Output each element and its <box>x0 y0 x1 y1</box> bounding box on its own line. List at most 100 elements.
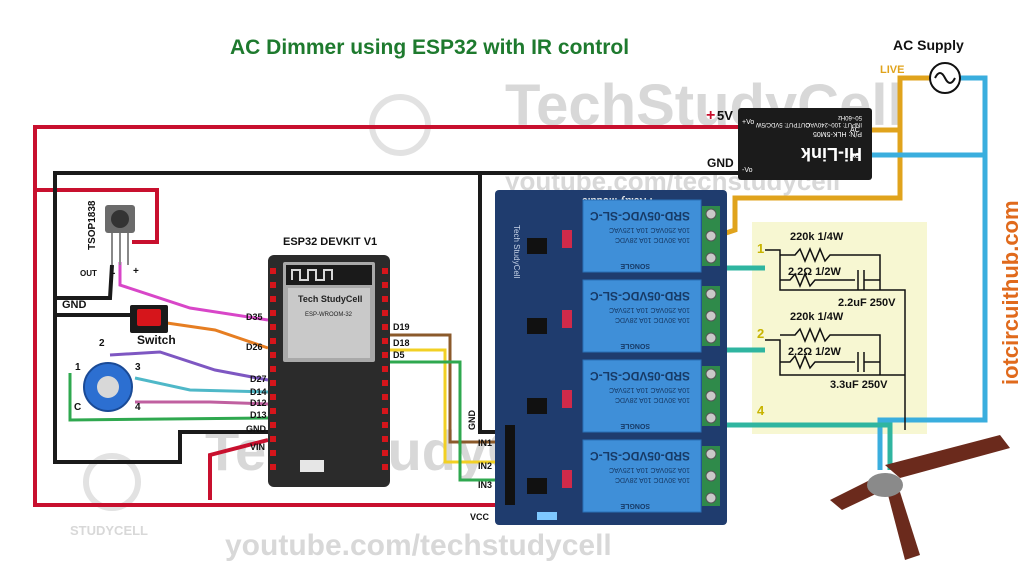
esp32-pin <box>270 296 276 302</box>
resistor-220k-2 <box>780 327 881 375</box>
relay-transistor <box>527 478 547 494</box>
terminal-screw-icon <box>705 310 717 322</box>
relay-maker-label: SONGLE <box>620 262 650 269</box>
esp32-pin <box>270 394 276 400</box>
esp32-pin <box>382 352 388 358</box>
antenna-icon <box>291 269 333 281</box>
wire-d26 <box>159 320 269 350</box>
pin-d18-label: D18 <box>393 338 410 348</box>
esp32-pin <box>382 282 388 288</box>
wire-d27 <box>109 350 269 382</box>
capacitor-labels: 1 2 4 220k 1/4W 2.2Ω 1/2W 2.2uF 250V 220… <box>757 231 896 418</box>
relay-led <box>562 390 572 408</box>
esp32-pin <box>270 366 276 372</box>
r2-bot-label: 2.2Ω 1/2W <box>788 346 841 358</box>
wire-neutral <box>877 75 988 470</box>
esp32-chip-brand: Tech StudyCell <box>298 294 362 304</box>
fan-blade-right <box>885 435 1010 478</box>
relay-spec-2: 10A 30VDC 10A 28VDC <box>615 476 690 483</box>
relay-header <box>505 425 515 505</box>
esp32-pin-labels: D35 D26 D27 D14 D12 D13 GND VIN D19 D18 … <box>246 312 410 452</box>
pin-d27-label: D27 <box>250 374 267 384</box>
esp32-pin <box>270 436 276 442</box>
terminal-screw-icon <box>705 492 717 504</box>
switch: Switch <box>130 305 176 347</box>
rotary-pin-2: 2 <box>99 338 105 349</box>
pin-d35-label: D35 <box>246 312 263 322</box>
hilink-ac1: AC <box>850 127 860 134</box>
plus5v-sign: + <box>706 107 715 124</box>
page-title: AC Dimmer using ESP32 with IR control <box>230 36 629 59</box>
relay-maker-label: SONGLE <box>620 342 650 349</box>
pin-d14-label: D14 <box>250 387 267 397</box>
fan-hub <box>867 473 903 497</box>
pin-vin-label: VIN <box>250 442 265 452</box>
esp32-pins-right <box>382 268 388 470</box>
wire-live-ac <box>872 75 940 133</box>
relay-part-label: SRD-05VDC-SL-C <box>590 449 690 463</box>
wire-vin <box>208 438 269 500</box>
esp32-pin <box>270 464 276 470</box>
esp32-pin <box>382 366 388 372</box>
tsop-minus-label: - <box>112 268 115 279</box>
r1-bot-label: 2.2Ω 1/2W <box>788 266 841 278</box>
wire-d18 <box>390 348 518 464</box>
hilink-module: Hi-Link P/N: HLK-5M05 INPUT: 100~240VAC … <box>706 107 872 180</box>
pin-d13-label: D13 <box>250 410 267 420</box>
relay-spec-1: 10A 250VAC 10A 125VAC <box>609 466 690 473</box>
relay-spec-2: 10A 30VDC 10A 28VDC <box>615 396 690 403</box>
ac-supply-label: AC Supply <box>893 37 964 53</box>
wire-d14 <box>134 376 269 394</box>
esp32-pin <box>382 436 388 442</box>
sine-icon <box>934 72 956 84</box>
cap-node-4: 4 <box>757 403 765 418</box>
esp32-pin <box>270 408 276 414</box>
watermark-logo-bottom-icon <box>83 453 141 511</box>
terminal-screw-icon <box>705 470 717 482</box>
esp32-pin <box>382 310 388 316</box>
esp32-chip-model: ESP-WROOM-32 <box>305 312 353 318</box>
c2-label: 3.3uF 250V <box>830 379 888 391</box>
esp32-shield <box>288 288 370 358</box>
tsop-sensor: TSOP1838 OUT - + GND <box>62 200 139 311</box>
hilink-ac2: AC <box>850 153 860 160</box>
relay-transistor <box>527 398 547 414</box>
relay-cells: SRD-05VDC-SL-C 10A 250VAC 10A 125VAC 10A 3… <box>527 199 720 513</box>
switch-rocker <box>137 309 161 326</box>
terminal-screw-icon <box>705 390 717 402</box>
hilink-output: OUTPUT: 5VDC/5W <box>756 121 810 127</box>
esp32-pin <box>270 380 276 386</box>
relay-spec-1: 10A 250VAC 10A 125VAC <box>609 386 690 393</box>
wire-d5 <box>390 360 518 482</box>
relay-spec-2: 10A 30VDC 10A 28VDC <box>615 236 690 243</box>
signal-wires <box>68 262 518 482</box>
wire-tsop-vcc <box>35 188 159 244</box>
esp32-board: Tech StudyCell ESP-WROOM-32 ESP32 DEVKIT… <box>268 236 390 487</box>
ac-supply: AC Supply LIVE <box>880 37 964 94</box>
esp32-label: ESP32 DEVKIT V1 <box>283 236 377 248</box>
esp32-pin <box>270 450 276 456</box>
pin-d26-label: D26 <box>246 342 263 352</box>
rotary-pin-3: 3 <box>135 362 141 373</box>
watermark-url-bottom: youtube.com/techstudycell <box>225 529 612 562</box>
esp32-pin <box>382 464 388 470</box>
relay-jumper <box>537 512 557 520</box>
cap-node-2: 2 <box>757 326 764 341</box>
resistor-2r2-2 <box>780 354 855 370</box>
pin-d19-label: D19 <box>393 322 410 332</box>
rotary-pin-4: 4 <box>135 402 141 413</box>
net2-rail <box>765 339 905 376</box>
wire-gnd <box>53 171 738 464</box>
relay-spec-1: 10A 250VAC 10A 125VAC <box>609 306 690 313</box>
wire-relay4-out <box>705 422 893 470</box>
esp32-pin <box>270 324 276 330</box>
relay-part-label: SRD-05VDC-SL-C <box>590 209 690 223</box>
relay-cell: SRD-05VDC-SL-C 10A 250VAC 10A 125VAC 10A 3… <box>527 439 720 513</box>
relay-body <box>582 199 702 273</box>
cap-node-1: 1 <box>757 241 764 256</box>
relay-transistor <box>527 318 547 334</box>
rotary-pin-1: 1 <box>75 362 81 373</box>
relay-part-label: SRD-05VDC-SL-C <box>590 289 690 303</box>
